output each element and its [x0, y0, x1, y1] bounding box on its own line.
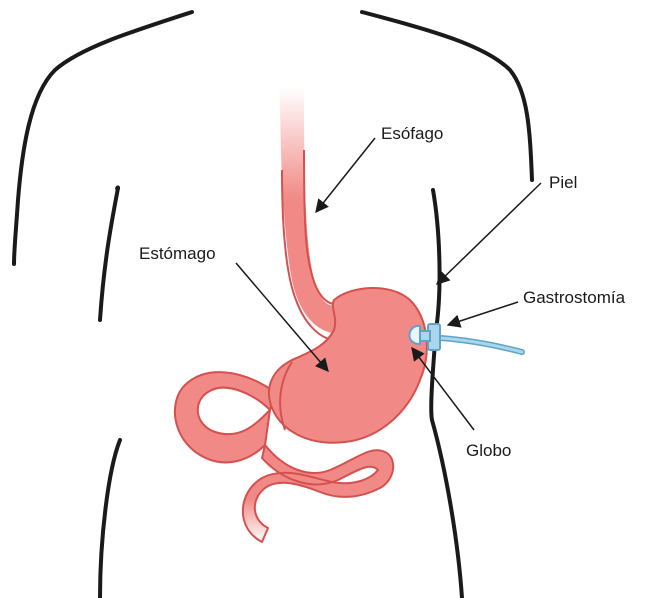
left-shoulder-line	[14, 12, 192, 264]
label-balloon: Globo	[466, 441, 511, 460]
arrow-balloon	[412, 348, 474, 430]
label-esophagus: Esófago	[381, 124, 443, 143]
right-arm-inner	[433, 190, 440, 330]
arrow-skin	[437, 183, 541, 284]
balloon	[409, 326, 420, 344]
left-waist-line	[100, 440, 120, 598]
label-skin: Piel	[549, 173, 577, 192]
left-torso-side	[117, 187, 118, 188]
label-gastrostomy: Gastrostomía	[523, 288, 626, 307]
label-stomach: Estómago	[139, 244, 216, 263]
left-arm-inner	[100, 188, 118, 320]
right-shoulder-line	[362, 12, 532, 180]
torso-outline	[14, 12, 532, 598]
right-waist-line	[432, 420, 462, 598]
arrow-gastrostomy	[448, 302, 518, 325]
arrow-esophagus	[316, 138, 375, 212]
stomach	[269, 288, 427, 443]
